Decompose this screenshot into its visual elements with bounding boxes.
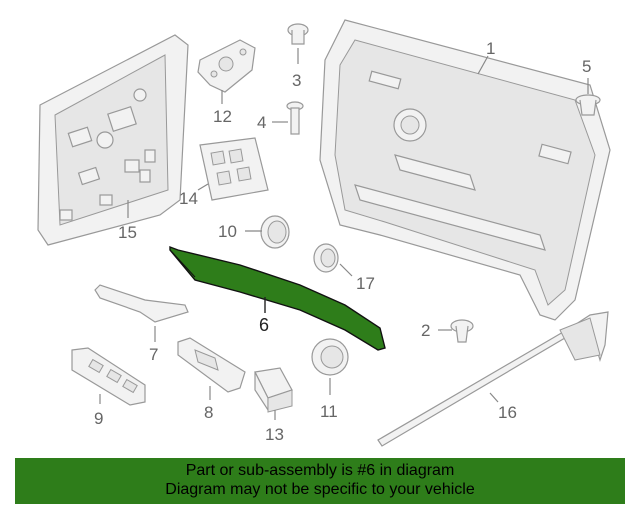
- banner-line-part: Part or sub-assembly is #6 in diagram: [185, 462, 455, 479]
- part-2-clip: [450, 319, 474, 343]
- part-info-banner: Part or sub-assembly is #6 in diagram Di…: [15, 458, 625, 504]
- part-15-door-frame: [37, 34, 189, 246]
- part-16-weatherstrip: [377, 311, 609, 447]
- part-3-clip: [287, 23, 309, 45]
- leader-14: [197, 183, 209, 191]
- callout-13: 13: [265, 425, 284, 444]
- part-8-switch-cover: [177, 337, 246, 393]
- leader-1: [477, 55, 489, 75]
- callout-8: 8: [204, 403, 213, 422]
- callout-17: 17: [356, 274, 375, 293]
- callout-6: 6: [259, 315, 269, 335]
- part-6-trim-strip: [169, 245, 386, 351]
- part-13-switch: [254, 367, 293, 413]
- callout-7: 7: [149, 345, 158, 364]
- callout-10: 10: [218, 222, 237, 241]
- leader-16: [489, 392, 499, 403]
- part-11-ring: [311, 338, 349, 376]
- part-10-ring: [260, 215, 290, 249]
- callout-3: 3: [292, 71, 301, 90]
- part-5-clip: [575, 94, 601, 116]
- part-9-switch-bezel: [71, 347, 146, 406]
- callout-9: 9: [94, 409, 103, 428]
- part-1-door-panel: [319, 19, 611, 321]
- part-17-cap: [313, 243, 339, 273]
- leader-17: [339, 263, 353, 277]
- callout-4: 4: [257, 113, 266, 132]
- callout-5: 5: [582, 57, 591, 76]
- part-12-handle-bracket: [197, 39, 256, 93]
- callout-14: 14: [179, 189, 198, 208]
- part-14-window-switch: [199, 137, 269, 201]
- part-7-curved-trim: [94, 284, 189, 323]
- part-4-screw: [286, 101, 304, 135]
- callout-2: 2: [421, 321, 430, 340]
- banner-line-disclaimer: Diagram may not be specific to your vehi…: [165, 481, 475, 498]
- callout-1: 1: [486, 39, 495, 58]
- callout-15: 15: [118, 223, 137, 242]
- callout-16: 16: [498, 403, 517, 422]
- callout-11: 11: [320, 402, 338, 421]
- callout-12: 12: [213, 107, 232, 126]
